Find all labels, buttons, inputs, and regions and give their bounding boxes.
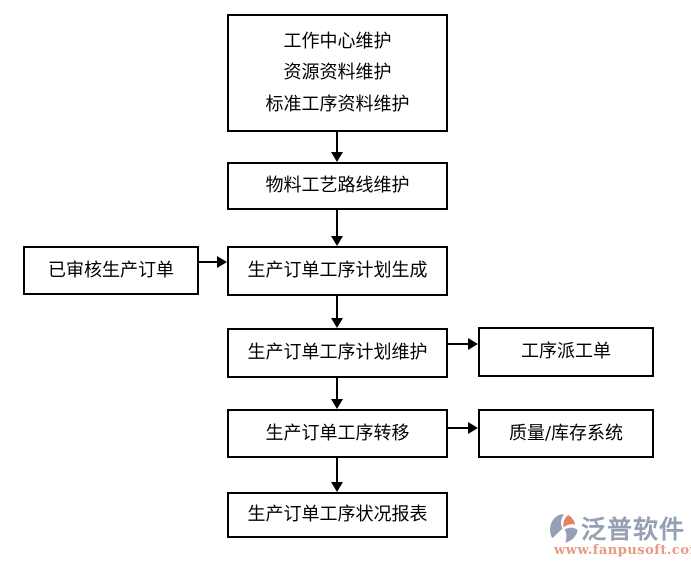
flow-node-plan-maintain: 生产订单工序计划维护	[227, 328, 448, 378]
flow-node-label: 生产订单工序转移	[265, 422, 410, 444]
flow-node-line: 资源资料维护	[283, 62, 392, 84]
arrow-right-icon	[217, 256, 227, 268]
arrow-down-icon	[331, 399, 343, 409]
flow-node-line: 工作中心维护	[283, 30, 392, 52]
arrow-right-icon	[468, 338, 478, 350]
flow-node-plan-generate: 生产订单工序计划生成	[227, 246, 448, 296]
arrow-shaft	[336, 210, 338, 237]
flow-node-label: 物料工艺路线维护	[265, 175, 410, 197]
arrow-shaft	[199, 261, 218, 263]
flow-node-approved-order: 已审核生产订单	[23, 246, 199, 295]
flow-node-status-report: 生产订单工序状况报表	[227, 492, 448, 538]
fanpu-logo: 泛普软件 www.fanpusoft.com	[548, 510, 691, 560]
flow-node-process-transfer: 生产订单工序转移	[227, 409, 448, 458]
arrow-shaft	[336, 378, 338, 400]
arrow-shaft	[336, 458, 338, 483]
arrow-down-icon	[331, 482, 343, 492]
arrow-shaft	[336, 132, 338, 153]
arrow-down-icon	[331, 152, 343, 162]
flow-node-master-data: 工作中心维护 资源资料维护 标准工序资料维护	[227, 14, 448, 132]
flow-node-label: 生产订单工序状况报表	[247, 504, 428, 526]
flow-node-label: 生产订单工序计划生成	[247, 260, 428, 282]
arrow-shaft	[336, 296, 338, 319]
arrow-right-icon	[468, 422, 478, 434]
arrow-down-icon	[331, 236, 343, 246]
flow-node-line: 标准工序资料维护	[265, 93, 410, 115]
flow-node-routing: 物料工艺路线维护	[227, 162, 448, 210]
flow-node-label: 工序派工单	[521, 341, 611, 363]
fanpu-swirl-icon	[550, 513, 578, 543]
arrow-shaft	[448, 427, 469, 429]
fanpu-url-text: www.fanpusoft.com	[554, 543, 691, 558]
fanpu-brand-text: 泛普软件	[581, 515, 686, 544]
flow-node-label: 已审核生产订单	[48, 259, 174, 281]
flow-node-quality-inventory: 质量/库存系统	[478, 409, 654, 458]
flow-node-label: 质量/库存系统	[508, 422, 624, 444]
flow-node-label: 生产订单工序计划维护	[247, 342, 428, 364]
flow-node-dispatch-order: 工序派工单	[478, 327, 654, 377]
arrow-shaft	[448, 343, 469, 345]
fanpu-logo-row: 泛普软件	[548, 510, 691, 546]
arrow-down-icon	[331, 318, 343, 328]
